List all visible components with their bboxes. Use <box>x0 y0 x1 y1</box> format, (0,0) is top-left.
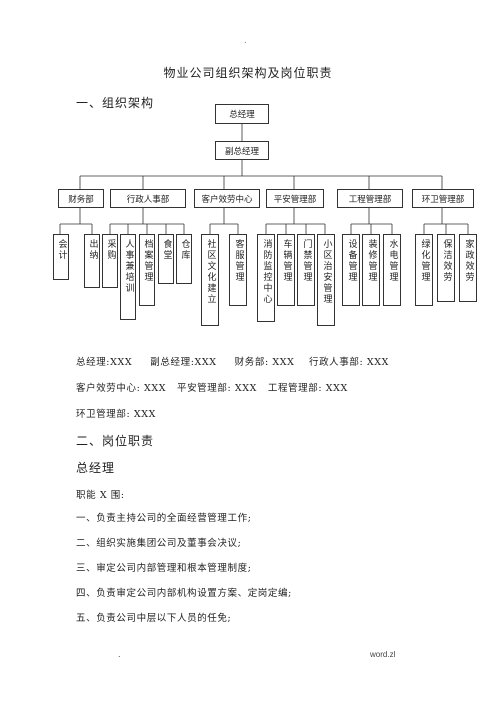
unit-community-security: 小区治安管理 <box>317 234 335 326</box>
duty-item-1: 一、负责主持公司的全面经营管理工作; <box>76 513 252 524</box>
roster-line-1: 总经理:XXX 副总经理:XXX 财务部: XXX 行政人事部: XXX <box>76 357 389 368</box>
duty-item-5: 五、负责公司中层以下人员的任免; <box>76 613 232 624</box>
dept-engineering: 工程管理部 <box>337 189 403 208</box>
unit-accounting: 会计 <box>53 234 69 280</box>
unit-cashier: 出纳 <box>84 234 100 288</box>
header-dot: . <box>244 36 247 45</box>
subsection-general-manager: 总经理 <box>76 461 116 475</box>
unit-customer-service-mgmt: 客服管理 <box>229 234 247 306</box>
unit-archives: 档案管理 <box>139 234 155 306</box>
unit-equipment-mgmt: 设备管理 <box>342 234 360 306</box>
unit-vehicle-mgmt: 车辆管理 <box>277 234 295 306</box>
org-node-general-manager: 总经理 <box>215 104 269 124</box>
document-title: 物业公司组织架构及岗位职责 <box>163 66 333 80</box>
dept-finance: 财务部 <box>58 189 104 208</box>
unit-utilities-mgmt: 水电管理 <box>383 234 401 306</box>
unit-access-control: 门禁管理 <box>297 234 315 306</box>
unit-fire-monitoring: 消防监控中心 <box>257 234 275 322</box>
dept-customer-service: 客户效劳中心 <box>194 189 260 208</box>
unit-renovation-mgmt: 装修管理 <box>362 234 380 306</box>
unit-greening-mgmt: 绿化管理 <box>415 234 433 306</box>
duties-scope-heading: 职能 X 围: <box>76 490 125 501</box>
footer-source: word.zl <box>370 650 396 659</box>
org-node-deputy-manager: 副总经理 <box>215 141 269 160</box>
footer-dot: . <box>118 650 121 659</box>
section-duties-heading: 二、岗位职责 <box>76 434 155 448</box>
dept-admin-hr: 行政人事部 <box>110 189 186 208</box>
dept-sanitation: 环卫管理部 <box>412 189 474 208</box>
duty-item-2: 二、组织实施集团公司及董事会决议; <box>76 538 242 549</box>
section-org-heading: 一、组织架构 <box>76 96 155 110</box>
roster-line-3: 环卫管理部: XXX <box>76 409 157 420</box>
unit-housekeeping-service: 家政效劳 <box>459 234 477 302</box>
dept-security: 平安管理部 <box>266 189 324 208</box>
unit-cleaning-service: 保洁效劳 <box>437 234 455 302</box>
unit-hr-training: 人事兼培训 <box>120 234 136 320</box>
unit-canteen: 食堂 <box>158 234 174 284</box>
unit-purchasing: 采购 <box>102 234 118 288</box>
duty-item-4: 四、负责审定公司内部机构设置方案、定岗定编; <box>76 588 292 599</box>
duty-item-3: 三、审定公司内部管理和根本管理制度; <box>76 563 252 574</box>
unit-warehouse: 仓库 <box>176 234 192 284</box>
unit-community-culture: 社区文化建立 <box>201 234 219 326</box>
roster-line-2: 客户效劳中心: XXX 平安管理部: XXX 工程管理部: XXX <box>76 383 348 394</box>
